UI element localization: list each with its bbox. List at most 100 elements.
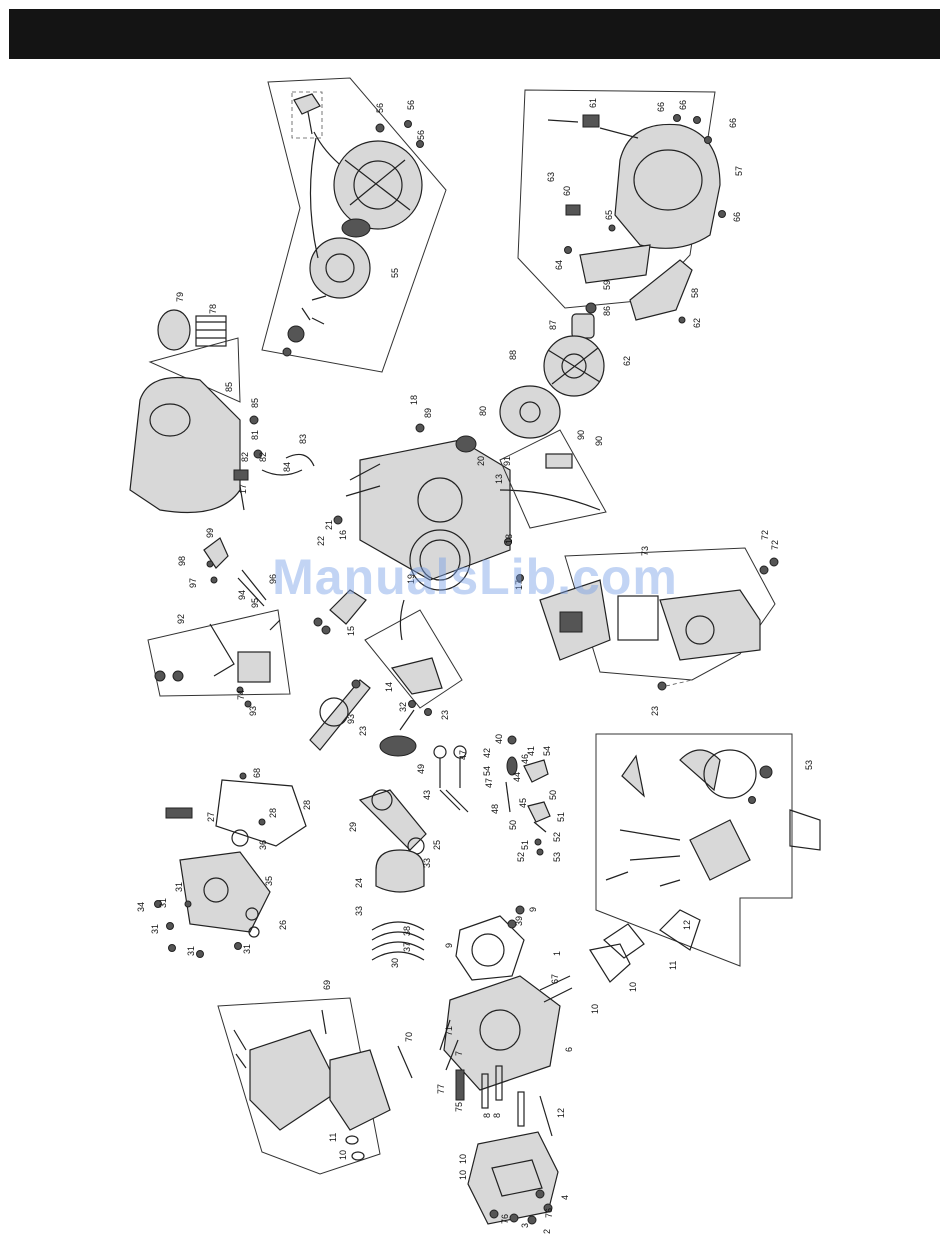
- callout-97: 97: [188, 578, 198, 588]
- callout-99: 99: [205, 528, 215, 538]
- callout-17a: 18: [409, 395, 419, 405]
- callout-29: 27: [206, 812, 216, 822]
- callout-62a: 62: [692, 318, 702, 328]
- crankcase-assembly: [333, 423, 607, 591]
- callout-32: 93: [346, 714, 356, 724]
- callout-18b: 18: [504, 534, 514, 544]
- callout-54b: 54: [482, 766, 492, 776]
- callout-72a: 72: [760, 530, 770, 540]
- callout-31b: 31: [158, 898, 168, 908]
- callout-31a: 34: [136, 902, 146, 912]
- callout-82b: 83: [298, 434, 308, 444]
- cylinder-head-assembly: [439, 975, 573, 1137]
- callout-53b: 53: [552, 852, 562, 862]
- callout-76b: 10: [338, 1150, 348, 1160]
- callout-47a: 49: [416, 764, 426, 774]
- callout-8b: 7: [454, 1051, 464, 1056]
- callout-79: 78: [208, 304, 218, 314]
- callout-95: 95: [250, 598, 260, 608]
- callout-23a: 32: [398, 702, 408, 712]
- blower-housing-assembly: [517, 89, 726, 324]
- callout-3: 10: [458, 1154, 468, 1164]
- callout-12: 6: [564, 1047, 574, 1052]
- callout-27: 28: [302, 800, 312, 810]
- callout-68: 53: [804, 760, 814, 770]
- callout-4: 12: [556, 1108, 566, 1118]
- callout-88: 88: [508, 350, 518, 360]
- callout-11: 77: [436, 1084, 446, 1094]
- callout-7: 1: [552, 951, 562, 956]
- valve-train-assembly: [433, 735, 551, 856]
- callout-62b: 62: [622, 356, 632, 366]
- muffler-assembly: [217, 997, 413, 1175]
- callout-84: 17: [238, 484, 248, 494]
- callout-77: 69: [322, 980, 332, 990]
- callout-18a: 89: [423, 408, 433, 418]
- callout-67: 12: [682, 920, 692, 930]
- callout-51b: 51: [556, 812, 566, 822]
- callout-90b: 90: [594, 436, 604, 446]
- callout-61: 61: [588, 98, 598, 108]
- callout-5b: 76: [544, 1208, 554, 1218]
- callout-57: 57: [734, 166, 744, 176]
- callout-8a: 71: [444, 1026, 454, 1036]
- callout-90a: 90: [576, 430, 586, 440]
- callout-51a: 50: [508, 820, 518, 830]
- callout-28a: 68: [252, 768, 262, 778]
- valve-cover-assembly: [467, 1131, 559, 1225]
- callout-80: 79: [175, 292, 185, 302]
- callout-56a: 56: [375, 103, 385, 113]
- callout-65: 65: [604, 210, 614, 220]
- air-cleaner-assembly: [539, 547, 779, 691]
- callout-60: 60: [562, 186, 572, 196]
- callout-1: 9: [444, 943, 454, 948]
- recoil-starter-assembly: [261, 77, 447, 373]
- callout-5c: 76: [500, 1214, 510, 1224]
- callout-6: 67: [550, 974, 560, 984]
- callout-74: 23: [650, 706, 660, 716]
- callout-63: 63: [546, 172, 556, 182]
- callout-91: 91: [502, 456, 512, 466]
- piston-assembly: [358, 789, 427, 961]
- callout-81: 82: [240, 452, 250, 462]
- callout-5d: 3: [520, 1223, 530, 1228]
- flywheel-assembly: [499, 302, 605, 439]
- callout-9a: 39: [514, 916, 524, 926]
- callout-93b: 93: [248, 706, 258, 716]
- callout-26: 31: [174, 882, 184, 892]
- callout-48: 43: [422, 790, 432, 800]
- callout-72b: 72: [770, 540, 780, 550]
- callout-34: 24: [354, 878, 364, 888]
- callout-83: 84: [282, 462, 292, 472]
- callout-21: 21: [324, 520, 334, 530]
- callout-71: 10: [590, 1004, 600, 1014]
- callout-82a: 82: [258, 452, 268, 462]
- callout-17b: 17: [514, 580, 524, 590]
- callout-10c: 8: [492, 1113, 502, 1118]
- carburetor-assembly: [589, 733, 821, 983]
- callout-89: 80: [478, 406, 488, 416]
- callout-46: 41: [526, 746, 536, 756]
- callout-50a: 45: [518, 798, 528, 808]
- callout-16: 16: [338, 530, 348, 540]
- callout-98: 98: [177, 556, 187, 566]
- callout-78: 85: [224, 382, 234, 392]
- callout-31c: 31: [150, 924, 160, 934]
- callout-64: 64: [554, 260, 564, 270]
- callout-70: 10: [628, 982, 638, 992]
- callout-86: 86: [602, 306, 612, 316]
- callout-37: 30: [390, 958, 400, 968]
- callout-52b: 52: [552, 832, 562, 842]
- callout-54a: 46: [520, 754, 530, 764]
- callout-35: 33: [422, 858, 432, 868]
- callout-56b: 56: [406, 100, 416, 110]
- callout-55: 55: [390, 268, 400, 278]
- callout-66d: 66: [732, 212, 742, 222]
- crankshaft-assembly: [309, 679, 417, 757]
- callout-40: 23: [358, 726, 368, 736]
- callout-24: 35: [264, 876, 274, 886]
- callout-53a: 52: [516, 852, 526, 862]
- crankcase-cover-assembly: [154, 772, 307, 958]
- callout-75: 70: [404, 1032, 414, 1042]
- callout-30: 26: [278, 920, 288, 930]
